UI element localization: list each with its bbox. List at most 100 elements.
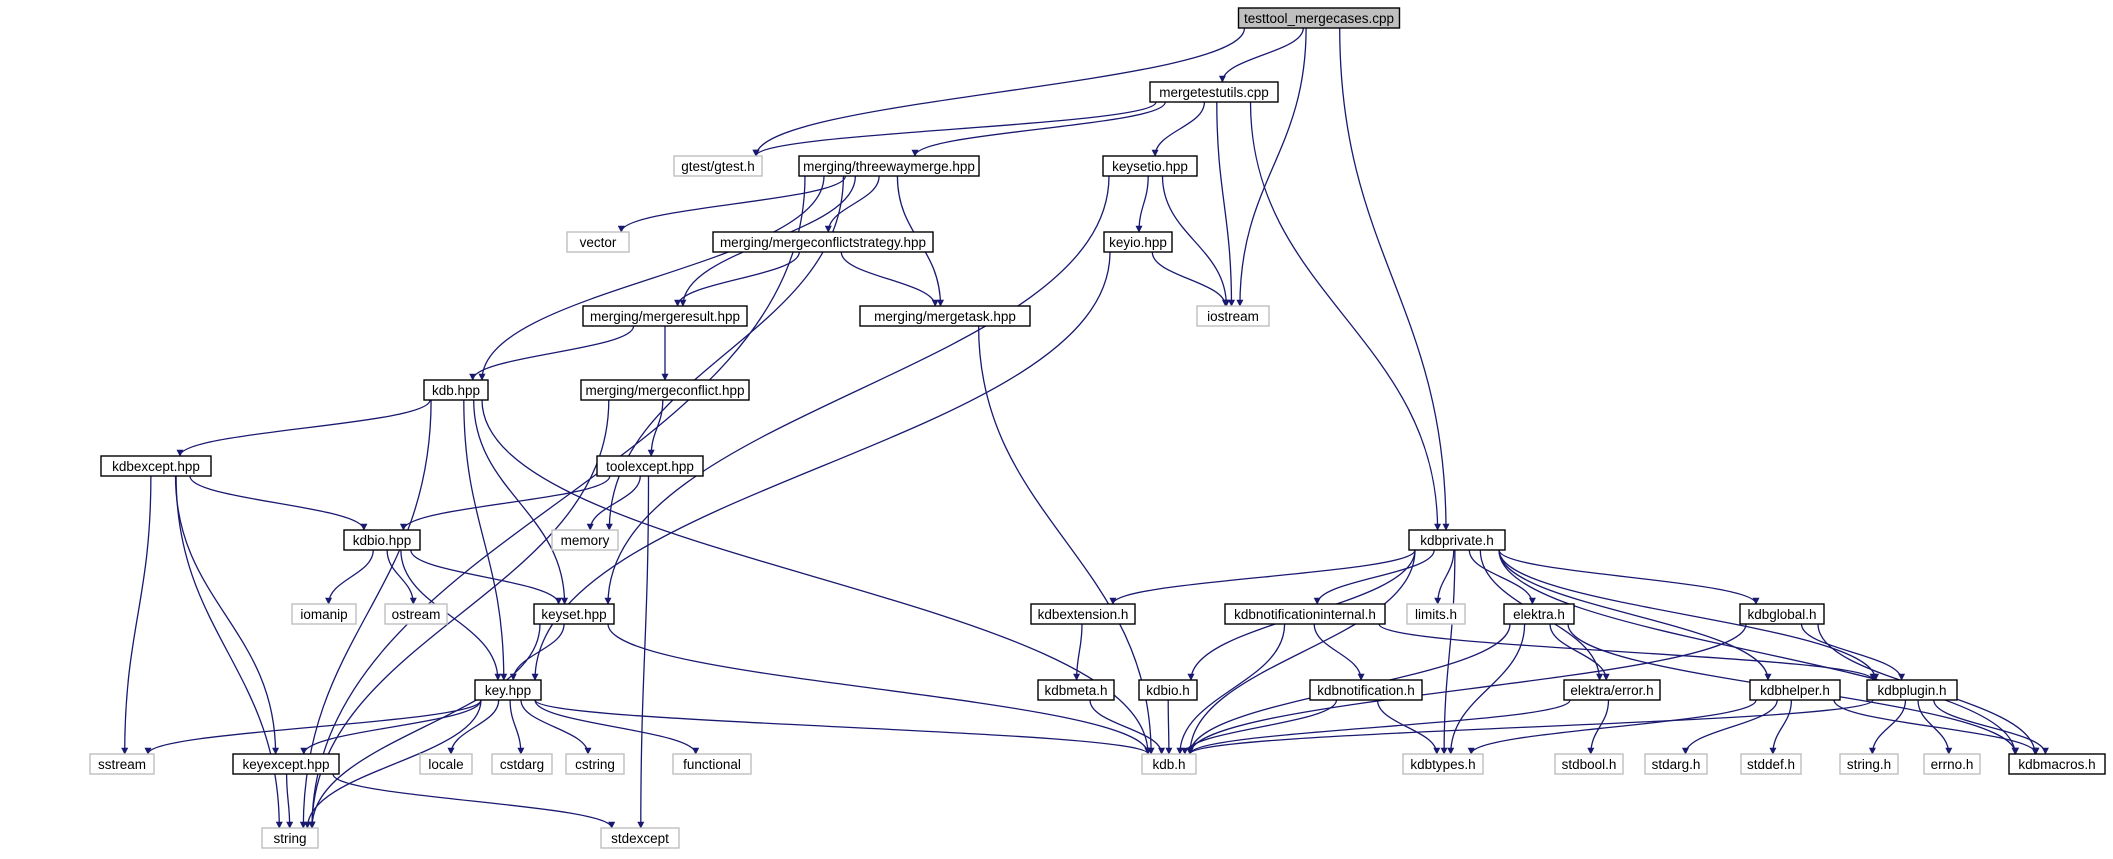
edge-kdbplugin-to-kdbmacros <box>1933 699 2049 755</box>
node-box <box>1408 529 1506 551</box>
node-kdbplugin[interactable]: kdbplugin.h <box>1866 679 1958 701</box>
node-box <box>384 603 448 625</box>
node-label: kdb.h <box>1152 757 1185 772</box>
node-elektra[interactable]: elektra.h <box>1503 603 1575 625</box>
node-kdbio_h[interactable]: kdbio.h <box>1138 679 1198 701</box>
node-sstream: sstream <box>89 753 155 775</box>
node-locale: locale <box>419 753 473 775</box>
edge-keyexcept-to-stdexcept <box>332 773 616 829</box>
node-toolexcept[interactable]: toolexcept.hpp <box>596 455 704 477</box>
node-label: cstring <box>575 757 615 772</box>
node-kdbhpp[interactable]: kdb.hpp <box>423 379 489 401</box>
node-kdbhelper[interactable]: kdbhelper.h <box>1749 679 1841 701</box>
edge-keyhpp-to-keyexcept <box>300 699 482 755</box>
node-elektraerror[interactable]: elektra/error.h <box>1563 679 1661 701</box>
node-label: kdbplugin.h <box>1877 683 1946 698</box>
node-box <box>672 753 752 775</box>
node-kdbmacros[interactable]: kdbmacros.h <box>2008 753 2106 775</box>
node-label: gtest/gtest.h <box>681 159 755 174</box>
edge-keyhpp-to-sstream <box>144 699 482 755</box>
edge-kdbnotifint-to-kdbnotif <box>1313 623 1365 681</box>
node-box <box>1406 603 1466 625</box>
node-label: toolexcept.hpp <box>606 459 694 474</box>
node-box <box>100 455 212 477</box>
node-label: merging/mergeconflict.hpp <box>585 383 744 398</box>
node-label: stdbool.h <box>1562 757 1617 772</box>
node-box <box>491 753 553 775</box>
node-box <box>551 529 619 551</box>
node-label: kdbio.h <box>1146 683 1190 698</box>
edge-strategy-to-mergetask <box>840 251 939 307</box>
node-box <box>1402 753 1484 775</box>
node-label: key.hpp <box>485 683 531 698</box>
node-limits: limits.h <box>1406 603 1466 625</box>
node-kdbh: kdb.h <box>1141 753 1197 775</box>
node-stddef: stddef.h <box>1740 753 1802 775</box>
edge-kdbhelper-to-kdbtypes <box>1467 699 1757 755</box>
edge-kdbprivate-to-kdbtypes <box>1440 549 1456 755</box>
node-kdbnotifint[interactable]: kdbnotificationinternal.h <box>1224 603 1386 625</box>
edge-mergetestutils-to-kdbprivate <box>1249 101 1442 531</box>
edge-kdbextension-to-kdbmeta <box>1073 623 1083 681</box>
node-label: merging/mergetask.hpp <box>874 309 1016 324</box>
node-strategy[interactable]: merging/mergeconflictstrategy.hpp <box>712 231 934 253</box>
node-kdbnotif[interactable]: kdbnotification.h <box>1309 679 1423 701</box>
node-label: kdbnotificationinternal.h <box>1234 607 1376 622</box>
node-keyexcept[interactable]: keyexcept.hpp <box>232 753 340 775</box>
node-mergetestutils[interactable]: mergetestutils.cpp <box>1149 81 1279 103</box>
node-box <box>580 379 750 401</box>
node-keyhpp[interactable]: key.hpp <box>474 679 542 701</box>
edge-root-to-gtest <box>752 27 1246 157</box>
node-kdbexcept[interactable]: kdbexcept.hpp <box>100 455 212 477</box>
edge-kdbhelper-to-stdarg <box>1682 699 1778 755</box>
node-box <box>600 827 680 849</box>
node-box <box>1839 753 1899 775</box>
edge-kdbplugin-to-errno <box>1917 699 1953 755</box>
node-label: keyset.hpp <box>541 607 606 622</box>
node-keysetio[interactable]: keysetio.hpp <box>1102 155 1198 177</box>
node-box <box>1739 603 1825 625</box>
node-kdbprivate[interactable]: kdbprivate.h <box>1408 529 1506 551</box>
node-functional: functional <box>672 753 752 775</box>
node-box <box>1563 679 1661 701</box>
node-box <box>673 155 763 177</box>
node-threeway[interactable]: merging/threewaymerge.hpp <box>798 155 980 177</box>
node-box <box>343 529 421 551</box>
node-kdbio_hpp[interactable]: kdbio.hpp <box>343 529 421 551</box>
node-mergeresult[interactable]: merging/mergeresult.hpp <box>582 305 748 327</box>
node-box <box>232 753 340 775</box>
edge-toolexcept-to-memory <box>586 475 641 531</box>
node-kdbextension[interactable]: kdbextension.h <box>1030 603 1136 625</box>
node-box <box>1030 603 1136 625</box>
node-box <box>419 753 473 775</box>
edge-threeway-to-string <box>308 175 806 829</box>
node-label: kdbextension.h <box>1038 607 1129 622</box>
edge-kdbglobal-to-kdbplugin <box>1800 623 1906 681</box>
node-label: ostream <box>392 607 441 622</box>
edge-elektra-to-kdbtypes <box>1447 623 1526 755</box>
node-label: cstdarg <box>500 757 544 772</box>
node-kdbmeta[interactable]: kdbmeta.h <box>1037 679 1115 701</box>
edge-threeway-to-strategy <box>824 175 880 233</box>
node-keyio[interactable]: keyio.hpp <box>1103 231 1173 253</box>
node-mergetask[interactable]: merging/mergetask.hpp <box>859 305 1031 327</box>
node-label: merging/mergeconflictstrategy.hpp <box>720 235 926 250</box>
node-label: locale <box>428 757 463 772</box>
node-box <box>1923 753 1981 775</box>
node-label: limits.h <box>1415 607 1457 622</box>
node-mergeconflict[interactable]: merging/mergeconflict.hpp <box>580 379 750 401</box>
node-label: memory <box>561 533 610 548</box>
node-root[interactable]: testtool_mergecases.cpp <box>1237 7 1401 29</box>
node-kdbglobal[interactable]: kdbglobal.h <box>1739 603 1825 625</box>
node-box <box>1309 679 1423 701</box>
edge-elektra-to-elektraerror <box>1549 623 1610 681</box>
edge-kdbglobal-to-kdbh <box>1186 623 1747 755</box>
edge-threeway-to-kdbhpp <box>478 175 825 381</box>
node-keyset[interactable]: keyset.hpp <box>533 603 615 625</box>
node-box <box>1503 603 1575 625</box>
node-vector: vector <box>566 231 630 253</box>
node-box <box>1138 679 1198 701</box>
edge-mergetestutils-to-keysetio <box>1151 101 1206 157</box>
edge-keyexcept-to-string <box>285 773 294 829</box>
node-layer: testtool_mergecases.cpp mergetestutils.cp… <box>89 7 2106 849</box>
